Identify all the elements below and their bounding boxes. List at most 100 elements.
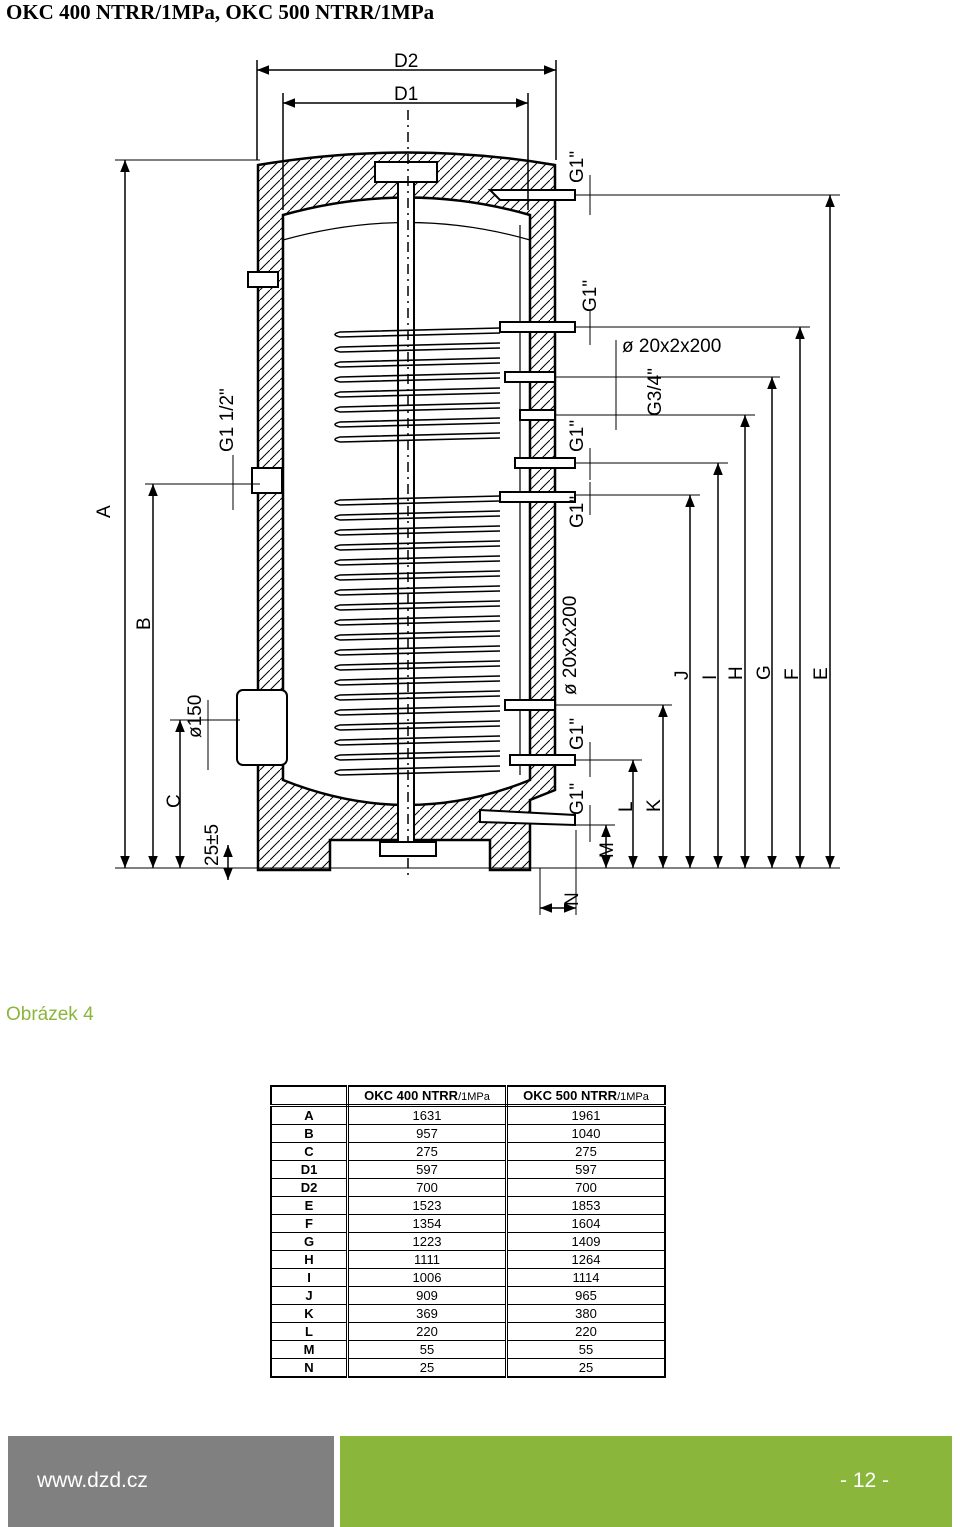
coil-turn: [334, 402, 501, 413]
coil-turn: [334, 750, 501, 761]
label-g1-bottom: G1": [567, 783, 588, 815]
cell-v1: 597: [347, 1160, 508, 1179]
figure-caption: Obrázek 4: [6, 1004, 94, 1025]
header-okc400-pressure: /1MPa: [458, 1091, 490, 1103]
cell-v1: 957: [347, 1124, 508, 1143]
label-B: B: [134, 617, 155, 630]
label-H: H: [726, 666, 747, 680]
label-g34: G3/4": [645, 368, 666, 416]
label-A: A: [94, 505, 115, 518]
label-N: N: [562, 892, 583, 906]
label-g1-top: G1": [567, 151, 588, 183]
label-E: E: [811, 667, 832, 680]
table-header-row: OKC 400 NTRR/1MPa OKC 500 NTRR/1MPa: [270, 1085, 666, 1107]
cell-key: D2: [270, 1178, 349, 1197]
label-flange: ø150: [185, 695, 206, 738]
header-key: [270, 1085, 349, 1107]
coil-turn: [334, 510, 501, 521]
label-L: L: [616, 801, 637, 812]
cell-v2: 1409: [506, 1232, 666, 1251]
coil-turn: [334, 387, 501, 398]
coil-turn: [334, 372, 501, 383]
coil-turn: [334, 765, 501, 776]
label-G: G: [754, 665, 775, 680]
cell-key: G: [270, 1232, 349, 1251]
cell-key: A: [270, 1105, 349, 1125]
cell-v2: 220: [506, 1322, 666, 1341]
coil-turn: [334, 495, 501, 506]
label-D1: D1: [394, 84, 418, 105]
footer-left-band: [8, 1436, 334, 1527]
label-g1-coil2: G1": [567, 420, 588, 452]
cell-v1: 220: [347, 1322, 508, 1341]
cell-key: B: [270, 1124, 349, 1143]
cell-key: I: [270, 1268, 349, 1287]
label-g1-coil1: G1": [580, 280, 601, 312]
header-okc500-pressure: /1MPa: [617, 1091, 649, 1103]
cell-v2: 1853: [506, 1196, 666, 1215]
cell-v1: 25: [347, 1358, 508, 1378]
dimension-lines: [115, 60, 840, 915]
coil-turn: [334, 342, 501, 353]
label-I: I: [700, 675, 721, 680]
cell-v2: 700: [506, 1178, 666, 1197]
footer-url-link[interactable]: www.dzd.cz: [37, 1469, 148, 1492]
cell-key: L: [270, 1322, 349, 1341]
header-okc400: OKC 400 NTRR/1MPa: [347, 1085, 508, 1107]
coil-turn: [334, 357, 501, 368]
label-g1-coil4: G1": [567, 718, 588, 750]
coil-turn: [334, 735, 501, 746]
cell-v1: 275: [347, 1142, 508, 1161]
cell-v2: 965: [506, 1286, 666, 1305]
header-okc500: OKC 500 NTRR/1MPa: [506, 1085, 666, 1107]
cell-v2: 1040: [506, 1124, 666, 1143]
coil-turn: [334, 660, 501, 671]
cell-v2: 55: [506, 1340, 666, 1359]
label-foot: 25±5: [202, 824, 223, 866]
coil-turn: [334, 555, 501, 566]
coil-turn: [334, 570, 501, 581]
label-F: F: [782, 668, 803, 680]
label-D2: D2: [394, 51, 418, 72]
coil-turn: [334, 585, 501, 596]
anode-rod: [374, 161, 438, 843]
label-g1-half: G1 1/2": [217, 388, 238, 452]
cell-v1: 55: [347, 1340, 508, 1359]
cell-key: H: [270, 1250, 349, 1269]
coil-turn: [334, 705, 501, 716]
cell-v1: 909: [347, 1286, 508, 1305]
cell-key: K: [270, 1304, 349, 1323]
cell-v1: 1223: [347, 1232, 508, 1251]
heat-exchanger-coil-upper: [334, 327, 501, 443]
coil-turn: [334, 327, 501, 338]
cell-v2: 1961: [506, 1105, 666, 1125]
coil-turn: [334, 432, 501, 443]
cell-v1: 700: [347, 1178, 508, 1197]
label-K: K: [644, 799, 665, 812]
coil-turn: [334, 525, 501, 536]
cell-v1: 369: [347, 1304, 508, 1323]
cell-v1: 1111: [347, 1250, 508, 1269]
label-J: J: [672, 671, 693, 681]
cell-v2: 380: [506, 1304, 666, 1323]
header-okc500-model: OKC 500 NTRR: [523, 1088, 618, 1103]
pipe-connections: [236, 189, 576, 857]
cell-key: J: [270, 1286, 349, 1305]
coil-turn: [334, 675, 501, 686]
cell-key: N: [270, 1358, 349, 1378]
